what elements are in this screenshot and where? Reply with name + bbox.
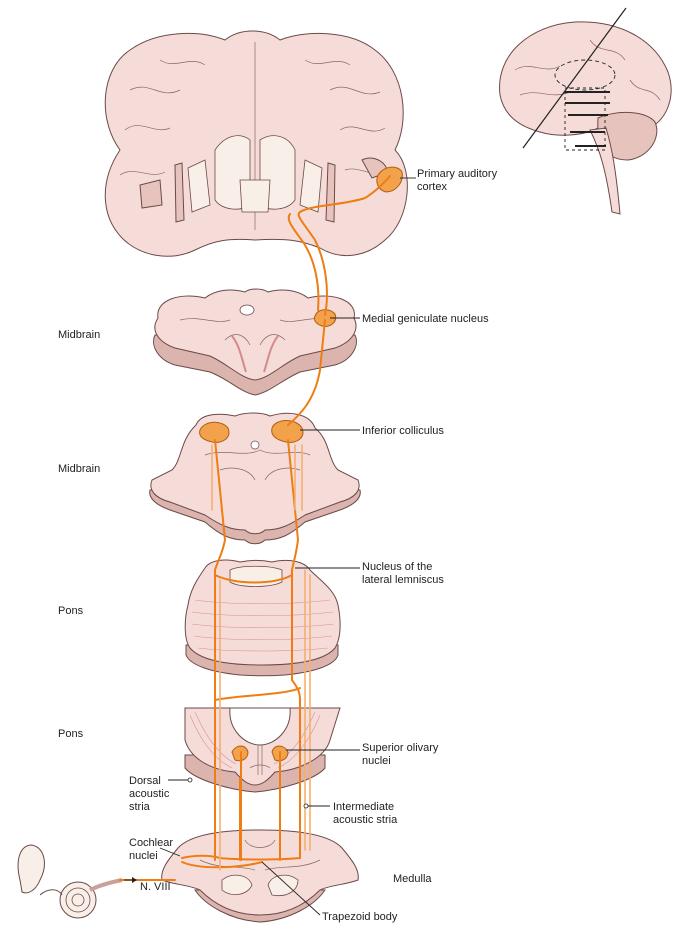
level-label-medulla: Medulla [393,873,432,885]
auditory-pathways [119,175,391,881]
label-nucleus-lateral-lemniscus: Nucleus of the lateral lemniscus [362,561,444,586]
label-n-viii: N. VIII [140,881,171,893]
level-label-midbrain-upper: Midbrain [58,329,100,341]
midbrain-section-lower [149,412,361,545]
level-label-midbrain-lower: Midbrain [58,463,100,475]
label-dorsal-acoustic-stria: Dorsal acoustic stria [129,775,172,813]
pons-section-upper [184,559,341,677]
label-intermediate-acoustic-stria: Intermediate acoustic stria [333,801,398,826]
level-label-pons-upper: Pons [58,605,84,617]
label-inferior-colliculus: Inferior colliculus [362,425,444,437]
inset-brain [499,7,672,215]
medulla-section [161,829,359,923]
label-superior-olivary-nuclei: Superior olivary nuclei [362,742,441,767]
label-trapezoid-body: Trapezoid body [322,911,398,923]
labels: Primary auditory cortex Medial geniculat… [58,168,500,923]
midbrain-section-upper [153,288,357,396]
cochlea-illustration [17,844,123,919]
cerebral-hemisphere-section [104,30,408,257]
label-medial-geniculate-nucleus: Medial geniculate nucleus [362,313,489,325]
label-cochlear-nuclei: Cochlear nuclei [129,837,176,862]
label-primary-auditory-cortex: Primary auditory cortex [417,168,500,193]
level-label-pons-lower: Pons [58,728,84,740]
